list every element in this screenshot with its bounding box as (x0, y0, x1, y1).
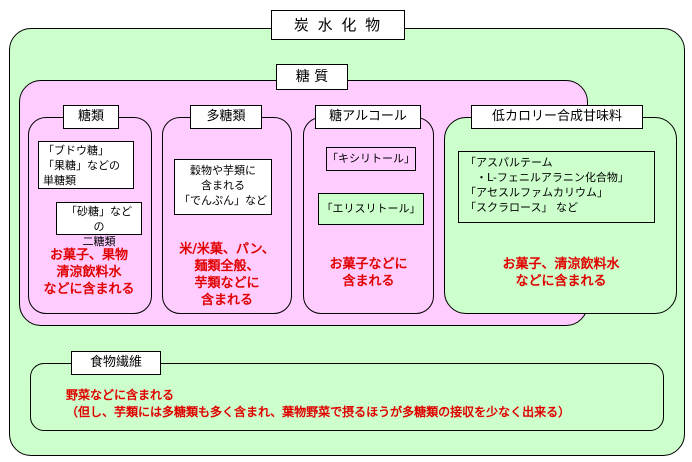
carbohydrate-title: 炭 水 化 物 (271, 10, 405, 40)
starch-box: 穀物や芋類に 含まれる 「でんぷん」など (174, 159, 272, 215)
sugar-title: 糖 質 (276, 64, 348, 90)
saccharide-note: お菓子、果物 清涼飲料水 などに含まれる (43, 248, 135, 297)
group-polysaccharide (162, 117, 292, 314)
fiber-label: 食物繊維 (71, 351, 161, 375)
sweetener-note: お菓子、清涼飲料水 などに含まれる (502, 257, 620, 289)
group-saccharide-label: 糖類 (63, 105, 119, 129)
sweetener-list-box: 「アスパルテーム ・L-フェニルアラニン化合物」 「アセスルファムカリウム」 「… (458, 151, 655, 223)
group-sugar-alcohol-label: 糖アルコール (315, 105, 421, 129)
monosaccharide-box: 「ブドウ糖」 「果糖」などの 単糖類 (38, 141, 134, 189)
fiber-note: 野菜などに含まれる （但し、芋類には多糖類も多く含まれ、葉物野菜で摂るほうが多糖… (66, 388, 571, 419)
sweetener-label: 低カロリー合成甘味料 (471, 105, 643, 129)
sugar-alcohol-note: お菓子などに 含まれる (329, 257, 408, 289)
xylitol-box: 「キシリトール」 (326, 147, 416, 171)
polysaccharide-note: 米/米菓、パン、 麺類全般、 芋類などに 含まれる (179, 242, 275, 308)
disaccharide-box: 「砂糖」などの 二糖類 (56, 202, 142, 248)
group-polysaccharide-label: 多糖類 (190, 105, 262, 129)
erythritol-box: 「エリスリトール」 (318, 193, 424, 225)
